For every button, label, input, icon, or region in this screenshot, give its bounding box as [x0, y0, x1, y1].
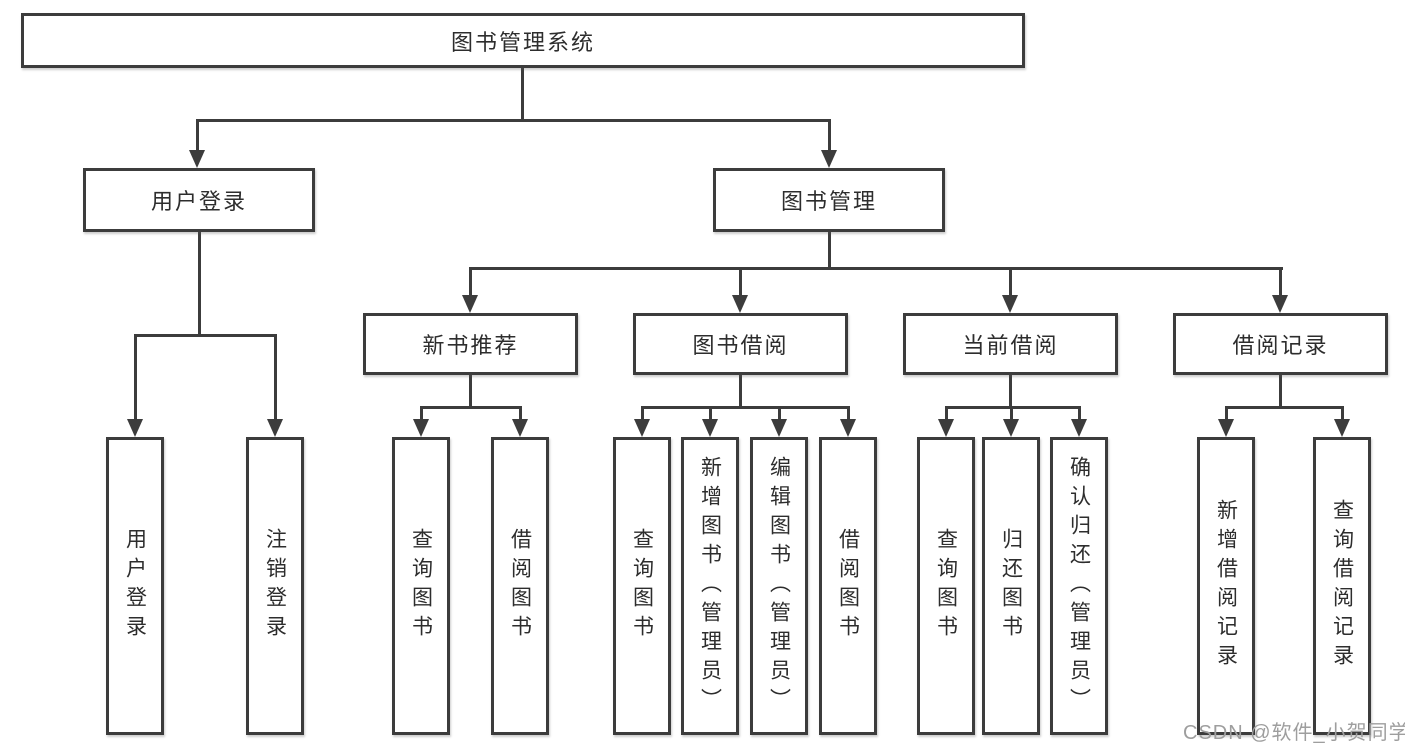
leaf-add-book-admin: 新增图书（管理员） [681, 437, 739, 735]
csdn-watermark: CSDN @软件_小贺同学 [1183, 722, 1405, 744]
connector-arrowhead [189, 150, 205, 168]
connector-line [469, 267, 1283, 270]
connector-line [641, 406, 850, 409]
connector-line [1279, 267, 1282, 297]
connector-line [828, 119, 831, 150]
connector-arrowhead [1272, 295, 1288, 313]
leaf-return-book: 归还图书 [982, 437, 1040, 735]
node-current-borrowing: 当前借阅 [903, 313, 1118, 375]
connector-arrowhead [821, 150, 837, 168]
connector-arrowhead [267, 419, 283, 437]
leaf-borrow-books-recommend: 借阅图书 [491, 437, 549, 735]
connector-line [134, 334, 137, 420]
connector-line [778, 406, 781, 421]
node-borrowing-records: 借阅记录 [1173, 313, 1388, 375]
node-new-book-recommendation: 新书推荐 [363, 313, 578, 375]
connector-arrowhead [1071, 419, 1087, 437]
connector-line [469, 267, 472, 297]
connector-line [519, 406, 522, 421]
leaf-query-books-recommend: 查询图书 [392, 437, 450, 735]
connector-line [739, 267, 742, 297]
connector-line [1225, 406, 1343, 409]
connector-arrowhead [1003, 419, 1019, 437]
connector-arrowhead [938, 419, 954, 437]
connector-arrowhead [732, 295, 748, 313]
connector-arrowhead [634, 419, 650, 437]
leaf-confirm-return-admin: 确认归还（管理员） [1050, 437, 1108, 735]
connector-arrowhead [1334, 419, 1350, 437]
connector-arrowhead [413, 419, 429, 437]
connector-line [1341, 406, 1344, 421]
connector-line [274, 334, 277, 420]
connector-line [1009, 267, 1012, 297]
connector-line [641, 406, 644, 421]
connector-line [198, 232, 201, 337]
connector-line [945, 406, 1081, 409]
node-book-management: 图书管理 [713, 168, 945, 232]
connector-arrowhead [771, 419, 787, 437]
connector-line [1225, 406, 1228, 421]
leaf-edit-book-admin: 编辑图书（管理员） [750, 437, 808, 735]
connector-line [709, 406, 712, 421]
connector-line [1279, 375, 1282, 409]
leaf-query-books-current: 查询图书 [917, 437, 975, 735]
connector-arrowhead [1002, 295, 1018, 313]
connector-line [469, 375, 472, 409]
connector-line [196, 119, 199, 150]
connector-line [134, 334, 277, 337]
leaf-query-borrow-record: 查询借阅记录 [1313, 437, 1371, 735]
connector-arrowhead [512, 419, 528, 437]
connector-line [945, 406, 948, 421]
leaf-add-borrow-record: 新增借阅记录 [1197, 437, 1255, 735]
connector-arrowhead [840, 419, 856, 437]
connector-line [1009, 375, 1012, 409]
connector-arrowhead [462, 295, 478, 313]
connector-line [420, 406, 521, 409]
node-book-borrowing: 图书借阅 [633, 313, 848, 375]
connector-line [420, 406, 423, 421]
leaf-query-books-borrowing: 查询图书 [613, 437, 671, 735]
connector-line [739, 375, 742, 409]
connector-line [521, 68, 524, 120]
node-user-login: 用户登录 [83, 168, 315, 232]
connector-arrowhead [702, 419, 718, 437]
connector-arrowhead [127, 419, 143, 437]
connector-line [1010, 406, 1013, 421]
connector-line [828, 232, 831, 270]
leaf-user-login: 用户登录 [106, 437, 164, 735]
connector-arrowhead [1218, 419, 1234, 437]
connector-line [196, 119, 830, 122]
node-root: 图书管理系统 [21, 13, 1025, 68]
connector-line [847, 406, 850, 421]
leaf-borrow-books-borrowing: 借阅图书 [819, 437, 877, 735]
connector-line [1078, 406, 1081, 421]
leaf-logout: 注销登录 [246, 437, 304, 735]
